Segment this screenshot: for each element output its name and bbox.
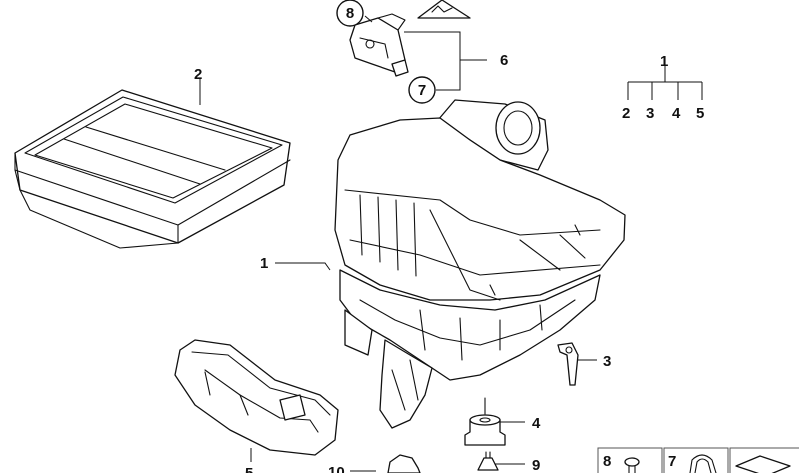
label-10-screw: 10	[328, 464, 345, 473]
sensor-assembly[interactable]	[349, 13, 409, 77]
callout-circle-7	[408, 76, 436, 104]
legend-label-7: 7	[668, 453, 676, 470]
label-set-2: 2	[622, 105, 630, 122]
label-1-housing-set: 1	[660, 53, 668, 70]
screw[interactable]	[387, 454, 421, 473]
label-set-5: 5	[696, 105, 704, 122]
label-6-sensor-group: 6	[500, 52, 508, 69]
label-5-snow-intake: 5	[245, 465, 253, 473]
air-filter-element[interactable]	[14, 89, 291, 249]
label-set-4: 4	[672, 105, 681, 122]
grommet[interactable]	[464, 397, 506, 446]
label-set-3: 3	[646, 105, 654, 122]
rubber-mount[interactable]	[477, 451, 499, 471]
label-8-sensor: 8	[346, 5, 354, 22]
legend-box-7[interactable]: 7	[663, 447, 729, 473]
legend-box-8[interactable]: 8	[597, 447, 663, 473]
leader-lines	[199, 15, 703, 472]
legend-box-partial	[729, 447, 799, 473]
label-7-sensor: 7	[418, 82, 426, 99]
label-1-housing: 1	[260, 255, 268, 272]
label-4-grommet: 4	[532, 415, 541, 432]
legend-label-8: 8	[603, 453, 611, 470]
part-labels: 8 7 6 2 1 2 3 4 5 1 3 4 5 9 10	[194, 5, 704, 473]
snow-intake-duct[interactable]	[174, 339, 339, 456]
screw-icon	[624, 457, 640, 473]
label-9-rubber-mount: 9	[532, 457, 540, 473]
label-3-clamp: 3	[603, 353, 611, 370]
callout-circle-8	[336, 0, 364, 27]
warning-triangle-icon	[417, 0, 471, 19]
clamp[interactable]	[557, 342, 579, 386]
seal-ring-icon	[689, 454, 717, 473]
label-2-filter-element: 2	[194, 66, 202, 83]
air-filter-housing[interactable]	[334, 99, 626, 429]
